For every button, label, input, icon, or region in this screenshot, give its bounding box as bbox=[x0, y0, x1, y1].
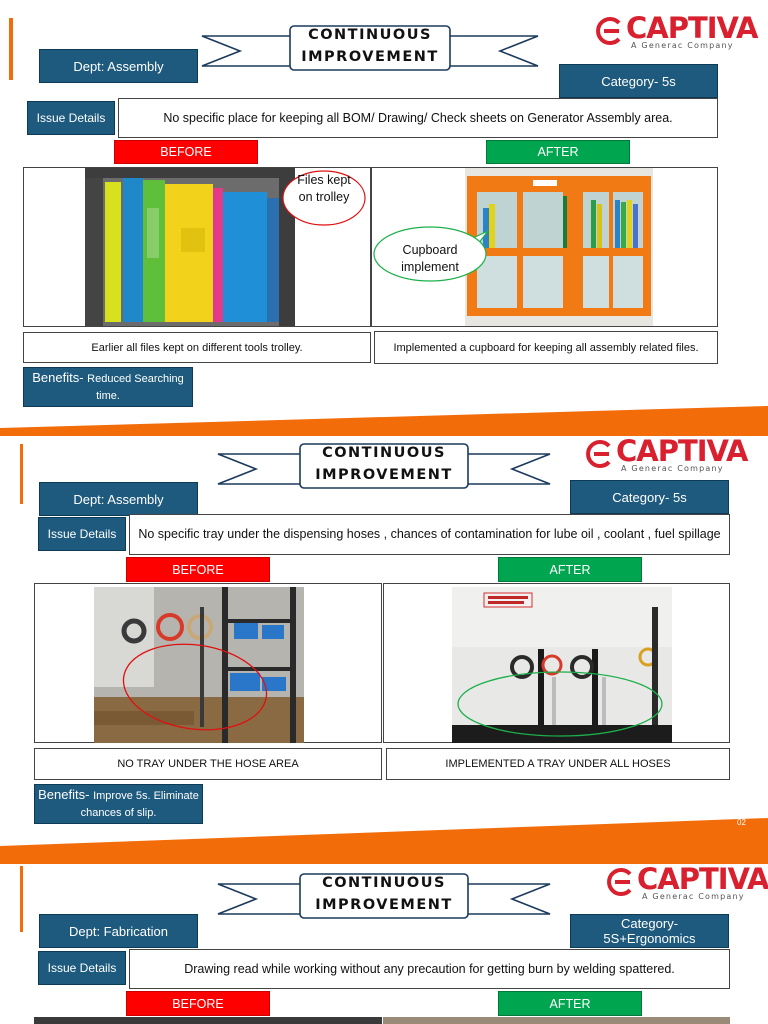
dept-label: Dept: Assembly bbox=[39, 49, 198, 83]
issue-details-text: No specific tray under the dispensing ho… bbox=[129, 514, 730, 555]
category-label: Category- 5S+Ergonomics bbox=[570, 914, 729, 948]
captiva-logo: CAPTIVA A Generac Company bbox=[585, 436, 748, 476]
after-tag: AFTER bbox=[498, 557, 642, 582]
benefits-box: Benefits- Improve 5s. Eliminate chances … bbox=[34, 784, 203, 824]
before-photo-files-on-trolley bbox=[85, 168, 295, 326]
before-tag: BEFORE bbox=[114, 140, 258, 164]
captiva-logo-icon bbox=[596, 17, 621, 45]
logo-tagline: A Generac Company bbox=[621, 464, 724, 473]
after-tag: AFTER bbox=[498, 991, 642, 1016]
benefits-body: Improve 5s. Eliminate chances of slip. bbox=[80, 790, 199, 819]
left-accent-bar bbox=[9, 18, 13, 80]
issue-details-label: Issue Details bbox=[38, 951, 126, 985]
bottom-orange-band bbox=[0, 818, 768, 864]
after-photo-strip bbox=[383, 1017, 730, 1024]
category-label: Category- 5s bbox=[559, 64, 718, 98]
after-highlight-ellipse bbox=[457, 671, 663, 737]
before-caption: NO TRAY UNDER THE HOSE AREA bbox=[34, 748, 382, 780]
bottom-orange-band bbox=[0, 406, 768, 436]
after-callout-ellipse bbox=[373, 226, 489, 282]
after-photo-cupboard bbox=[465, 168, 653, 326]
before-tag: BEFORE bbox=[126, 991, 270, 1016]
issue-details-text: No specific place for keeping all BOM/ D… bbox=[118, 98, 718, 138]
captiva-logo: CAPTIVA A Generac Company bbox=[606, 864, 768, 904]
captiva-logo-icon bbox=[586, 440, 611, 468]
logo-wordmark: CAPTIVA bbox=[626, 11, 758, 45]
before-tag: BEFORE bbox=[126, 557, 270, 582]
issue-details-label: Issue Details bbox=[38, 517, 126, 551]
issue-details-label: Issue Details bbox=[27, 101, 115, 135]
before-callout-text: Files kept on trolley bbox=[297, 173, 351, 204]
benefits-head: Benefits- bbox=[38, 787, 90, 802]
issue-details-text: Drawing read while working without any p… bbox=[129, 949, 730, 989]
benefits-body: Reduced Searching time. bbox=[87, 373, 184, 402]
dept-label: Dept: Assembly bbox=[39, 482, 198, 516]
left-accent-bar bbox=[20, 444, 23, 504]
page-number: 01 bbox=[726, 400, 735, 409]
benefits-head: Benefits- bbox=[32, 370, 84, 385]
after-caption: IMPLEMENTED A TRAY UNDER ALL HOSES bbox=[386, 748, 730, 780]
after-callout-text: Cupboard implement bbox=[401, 243, 459, 274]
before-callout-ellipse bbox=[282, 170, 366, 226]
left-accent-bar bbox=[20, 866, 23, 932]
before-highlight-ellipse bbox=[122, 643, 268, 731]
page-number: 02 bbox=[737, 818, 746, 827]
logo-wordmark: CAPTIVA bbox=[616, 434, 748, 468]
captiva-logo: CAPTIVA A Generac Company bbox=[595, 13, 758, 53]
before-photo-strip bbox=[34, 1017, 382, 1024]
after-caption: Implemented a cupboard for keeping all a… bbox=[374, 331, 718, 364]
benefits-box: Benefits- Reduced Searching time. bbox=[23, 367, 193, 407]
category-label: Category- 5s bbox=[570, 480, 729, 514]
logo-tagline: A Generac Company bbox=[631, 41, 734, 50]
after-tag: AFTER bbox=[486, 140, 630, 164]
after-photo-hose-tray bbox=[452, 587, 672, 743]
dept-label: Dept: Fabrication bbox=[39, 914, 198, 948]
captiva-logo-icon bbox=[607, 868, 632, 896]
logo-wordmark: CAPTIVA bbox=[637, 862, 768, 896]
ribbon-banner-icon bbox=[217, 873, 551, 919]
ribbon-banner-icon bbox=[217, 443, 551, 489]
ribbon-banner-icon bbox=[201, 25, 539, 71]
before-caption: Earlier all files kept on different tool… bbox=[23, 332, 371, 363]
logo-tagline: A Generac Company bbox=[642, 892, 745, 901]
